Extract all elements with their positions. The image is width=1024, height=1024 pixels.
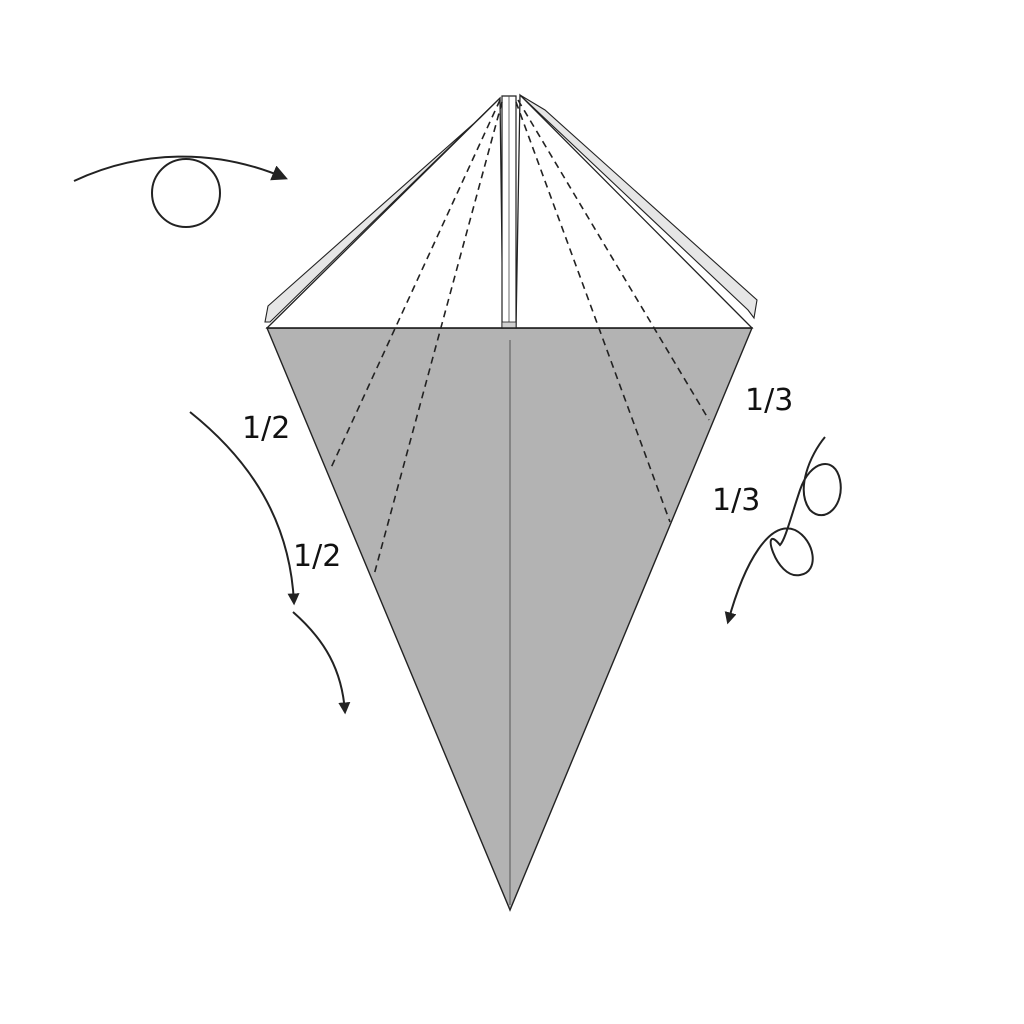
right-flap-edge [519, 94, 758, 320]
repeat-arrow [724, 436, 842, 625]
right-flap [515, 93, 754, 329]
valley-fold-right-inner [515, 101, 671, 523]
label-left-lower: 1/2 [293, 539, 341, 574]
fold-lines [329, 99, 710, 576]
turn-over-symbol [73, 155, 288, 228]
paper-body [265, 327, 754, 912]
repeat-arrow-path [724, 436, 842, 625]
valley-fold-right-outer [517, 99, 710, 421]
turn-over-circle [151, 158, 221, 228]
left-flap-edge [264, 97, 501, 323]
left-flap [265, 96, 504, 329]
center-slit-base [501, 321, 517, 329]
fold-arrow-left-short [292, 611, 351, 715]
upper-flaps [264, 93, 758, 329]
label-right-lower: 1/3 [712, 483, 760, 518]
valley-fold-left-inner [373, 101, 503, 576]
turn-over-arrow [73, 155, 288, 182]
left-fold-arrows [189, 411, 351, 715]
fold-arrow-left-long [189, 411, 300, 606]
label-right-upper: 1/3 [745, 383, 793, 418]
valley-fold-left-outer [329, 99, 501, 471]
label-left-upper: 1/2 [242, 411, 290, 446]
